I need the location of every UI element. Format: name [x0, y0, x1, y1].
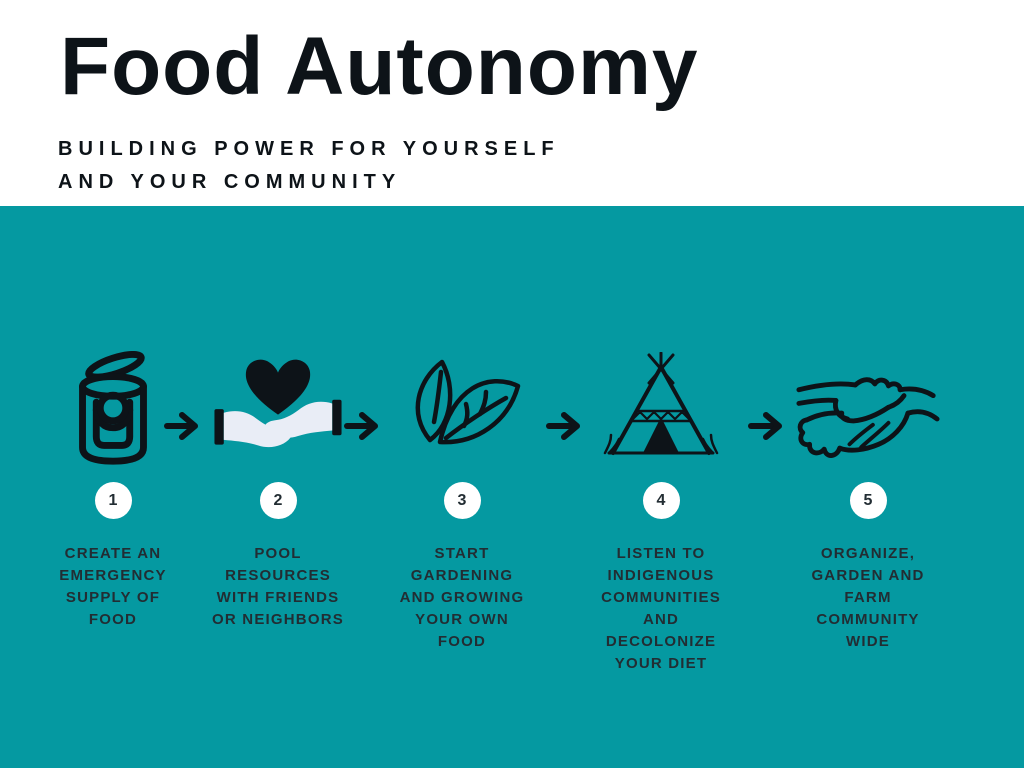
- step-number: 3: [457, 491, 467, 509]
- subtitle-line-2: AND YOUR COMMUNITY: [58, 171, 402, 193]
- step-label: CREATE AN EMERGENCY SUPPLY OF FOOD: [59, 545, 167, 628]
- page-title: Food Autonomy: [60, 21, 699, 112]
- step-number: 1: [108, 491, 118, 509]
- teepee-icon: [581, 345, 741, 475]
- arrow-right-icon: [546, 411, 580, 441]
- step-label: START GARDENING AND GROWING YOUR OWN FOO…: [399, 545, 525, 650]
- step-number-badge: 1: [94, 482, 132, 519]
- step-label: POOL RESOURCES WITH FRIENDS OR NEIGHBORS: [212, 545, 344, 628]
- handshake-icon: [788, 345, 948, 475]
- step-1: 1 CREATE AN EMERGENCY SUPPLY OF FOOD: [33, 345, 193, 631]
- step-number-badge: 2: [259, 482, 297, 519]
- step-label: ORGANIZE, GARDEN AND FARM COMMUNITY WIDE: [811, 545, 925, 650]
- steps-section: 1 CREATE AN EMERGENCY SUPPLY OF FOOD 2 P…: [0, 206, 1024, 768]
- header: Food Autonomy BUILDING POWER FOR YOURSEL…: [0, 0, 1024, 206]
- page-subtitle: BUILDING POWER FOR YOURSELF AND YOUR COM…: [58, 133, 560, 199]
- step-number-badge: 5: [849, 482, 887, 519]
- step-3: 3 START GARDENING AND GROWING YOUR OWN F…: [382, 345, 542, 653]
- arrow-right-icon: [164, 411, 198, 441]
- heart-in-hands-icon: [198, 345, 358, 475]
- step-number-badge: 4: [642, 482, 680, 519]
- arrow-right-icon: [344, 411, 378, 441]
- step-2: 2 POOL RESOURCES WITH FRIENDS OR NEIGHBO…: [198, 345, 358, 631]
- step-number-badge: 3: [443, 482, 481, 519]
- step-4: 4 LISTEN TO INDIGENOUS COMMUNITIES AND D…: [581, 345, 741, 675]
- step-number: 5: [863, 491, 873, 509]
- step-label: LISTEN TO INDIGENOUS COMMUNITIES AND DEC…: [601, 545, 721, 672]
- step-number: 2: [273, 491, 283, 509]
- step-5: 5 ORGANIZE, GARDEN AND FARM COMMUNITY WI…: [788, 345, 948, 653]
- leaves-icon: [382, 345, 542, 475]
- step-number: 4: [656, 491, 666, 509]
- arrow-right-icon: [748, 411, 782, 441]
- canned-food-icon: [33, 345, 193, 475]
- subtitle-line-1: BUILDING POWER FOR YOURSELF: [58, 138, 560, 160]
